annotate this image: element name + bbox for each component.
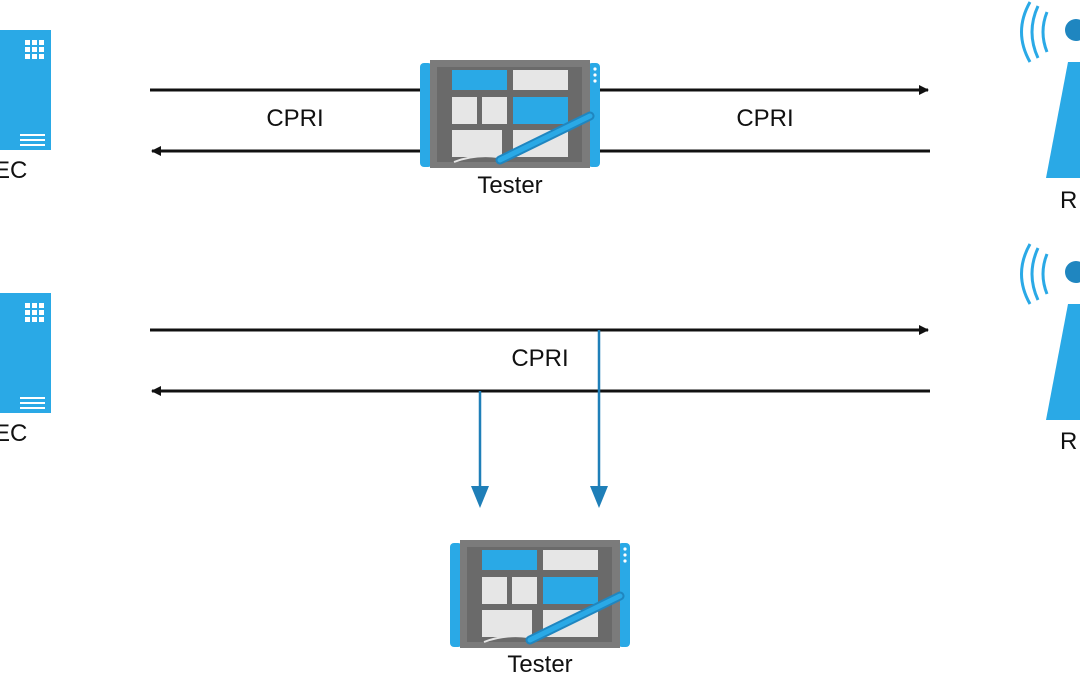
cpri-label: CPRI (511, 345, 568, 372)
rec-server-icon (0, 30, 51, 150)
cpri-label-left: CPRI (266, 105, 323, 132)
tester-label-bottom: Tester (507, 651, 572, 675)
tap-arrow-uplink (471, 391, 489, 508)
tester-tablet-icon (450, 540, 630, 648)
rec-label: EC (0, 157, 27, 184)
radio-tower-icon (1020, 1, 1080, 178)
diagram-inline-tester: EC CPRI Tester CPRI (0, 1, 1080, 214)
re-label: R (1060, 428, 1077, 455)
tester-label-top: Tester (477, 172, 542, 199)
tap-arrow-downlink (590, 330, 608, 508)
rec-label: EC (0, 420, 27, 447)
re-label: R (1060, 187, 1077, 214)
diagram-passive-tap: EC CPRI (0, 243, 1080, 675)
radio-tower-icon (1020, 243, 1080, 420)
cpri-label-right: CPRI (736, 105, 793, 132)
tester-tablet-icon (420, 60, 600, 168)
rec-server-icon (0, 293, 51, 413)
